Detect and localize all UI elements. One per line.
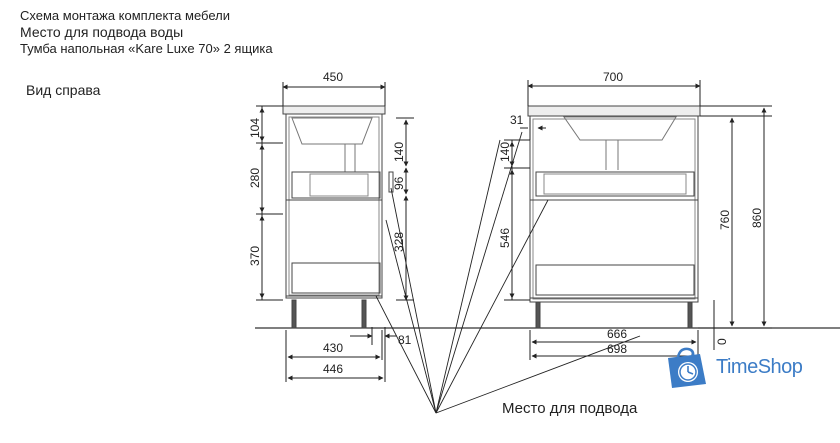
side-pipe-140: 140 [392, 142, 406, 162]
diagram-subtitle: Место для подвода воды [20, 24, 184, 40]
side-bottom-446: 446 [323, 362, 343, 376]
side-height-dimensions [256, 105, 283, 301]
side-top-width-label: 450 [323, 70, 343, 84]
side-top-width-dimension: 450 [282, 70, 386, 106]
timeshop-logo[interactable]: TimeShop [662, 346, 834, 390]
front-floor-zero: 0 [715, 338, 729, 345]
front-height-860: 860 [750, 208, 764, 228]
side-view-label: Вид справа [26, 82, 101, 98]
side-pipe-96: 96 [392, 176, 406, 190]
water-supply-leaders [375, 131, 641, 414]
front-top-width-dimension [527, 80, 701, 106]
side-offset-81: 81 [398, 333, 412, 347]
front-height-dimensions [698, 105, 772, 350]
side-height-370: 370 [248, 246, 262, 266]
front-view-cabinet [527, 105, 701, 329]
front-bottom-698: 698 [607, 342, 627, 356]
shopping-bag-clock-icon [668, 347, 706, 388]
front-pipe-546: 546 [498, 228, 512, 248]
brand-name: TimeShop [716, 356, 803, 378]
front-height-760: 760 [718, 210, 732, 230]
side-bottom-width-dimensions [285, 330, 386, 382]
water-supply-caption: Место для подвода [502, 400, 638, 417]
diagram-title: Схема монтажа комплекта мебели [20, 8, 230, 23]
front-pipe-140: 140 [498, 142, 512, 162]
side-bottom-offset-dimension [350, 327, 397, 345]
side-pipe-328: 328 [392, 232, 406, 252]
front-bottom-666: 666 [607, 327, 627, 341]
front-offset-31: 31 [510, 113, 524, 127]
front-offset-31-dimension [520, 118, 546, 140]
front-top-width-label: 700 [603, 70, 623, 84]
side-height-280: 280 [248, 168, 262, 188]
side-height-104: 104 [248, 118, 262, 138]
front-pipe-dimensions [504, 139, 530, 301]
product-name: Тумба напольная «Kare Luxe 70» 2 ящика [20, 41, 273, 56]
side-bottom-430: 430 [323, 341, 343, 355]
side-pipe-dimensions [396, 117, 414, 301]
front-bottom-width-dimensions [529, 330, 699, 360]
side-view-cabinet [282, 105, 394, 329]
